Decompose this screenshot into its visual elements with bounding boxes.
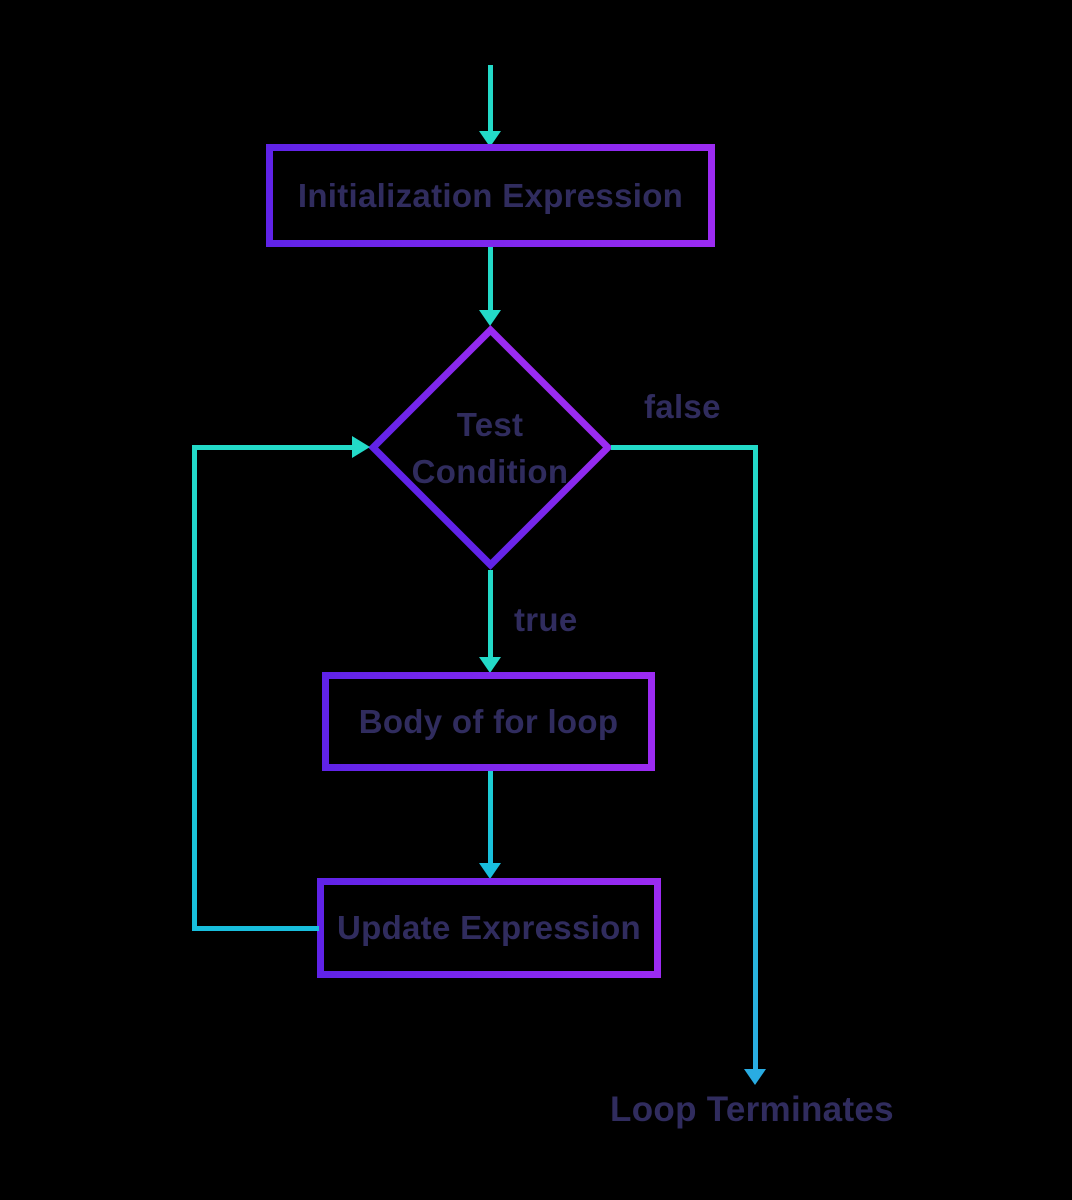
false-edge-label: false bbox=[644, 388, 721, 425]
arrowhead-down-icon bbox=[479, 657, 501, 673]
arrowhead-down-icon bbox=[744, 1069, 766, 1085]
test-condition-label: Test Condition bbox=[370, 401, 610, 495]
arrowhead-down-icon bbox=[479, 310, 501, 326]
true-branch-line bbox=[488, 570, 493, 657]
body-label: Body of for loop bbox=[358, 702, 619, 740]
loop-terminates-label: Loop Terminates bbox=[610, 1090, 894, 1129]
arrowhead-right-icon bbox=[352, 436, 370, 458]
true-edge-label: true bbox=[514, 601, 578, 638]
init-expression-node-inner: Initialization Expression bbox=[273, 151, 708, 240]
entry-arrow-line bbox=[488, 65, 493, 131]
init-expression-label: Initialization Expression bbox=[297, 176, 684, 214]
body-node: Body of for loop bbox=[322, 672, 655, 771]
update-expression-node: Update Expression bbox=[317, 878, 661, 978]
false-branch-vertical-line bbox=[753, 445, 758, 1069]
init-expression-node: Initialization Expression bbox=[266, 144, 715, 247]
loopback-top-line bbox=[192, 445, 353, 450]
body-to-update-line bbox=[488, 771, 493, 863]
update-expression-label: Update Expression bbox=[336, 909, 642, 946]
false-branch-horizontal-line bbox=[611, 445, 758, 450]
arrowhead-down-icon bbox=[479, 863, 501, 879]
update-expression-node-inner: Update Expression bbox=[324, 885, 654, 971]
loopback-vertical-line bbox=[192, 445, 197, 931]
test-condition-label-line1: Test bbox=[456, 406, 524, 443]
arrowhead-down-icon bbox=[479, 131, 501, 147]
body-node-inner: Body of for loop bbox=[329, 679, 648, 764]
init-to-test-line bbox=[488, 247, 493, 310]
test-condition-label-line2: Condition bbox=[411, 453, 569, 490]
loopback-bottom-line bbox=[192, 926, 319, 931]
